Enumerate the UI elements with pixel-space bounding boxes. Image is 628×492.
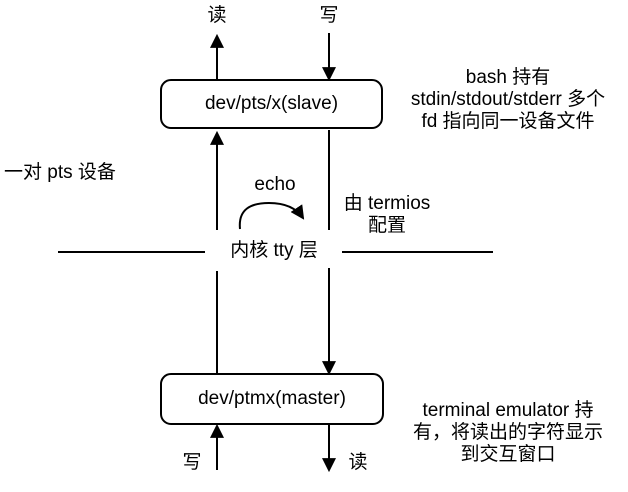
terminal-note-line2: 有，将读出的字符显示 [412, 422, 603, 443]
pts-pair-note: 一对 pts 设备 [4, 162, 116, 183]
bash-note-line2: stdin/stdout/stderr 多个 [410, 89, 606, 110]
terminal-note-line3: 到交互窗口 [460, 444, 556, 465]
termios-note-line2: 配置 [367, 215, 406, 236]
bottom-read-label: 读 [348, 452, 368, 473]
master-box-label: dev/ptmx(master) [198, 388, 346, 409]
echo-label: echo [254, 174, 296, 195]
kernel-tty-layer-label: 内核 tty 层 [230, 240, 318, 261]
slave-device-box [160, 79, 383, 129]
slave-box-label: dev/pts/x(slave) [204, 93, 339, 114]
top-read-label: 读 [207, 5, 227, 26]
termios-note: 由 termios 配置 [333, 193, 441, 237]
terminal-emulator-note: terminal emulator 持 有，将读出的字符显示 到交互窗口 [388, 400, 628, 466]
bash-note: bash 持有 stdin/stdout/stderr 多个 fd 指向同一设备… [388, 67, 628, 133]
master-device-box [160, 373, 384, 425]
bash-note-line1: bash 持有 [465, 67, 551, 88]
echo-loop-arrow [238, 201, 305, 230]
bottom-write-label: 写 [182, 452, 202, 473]
bash-note-line3: fd 指向同一设备文件 [421, 111, 595, 132]
top-write-label: 写 [319, 5, 339, 26]
terminal-note-line1: terminal emulator 持 [422, 400, 594, 421]
termios-note-line1: 由 termios [343, 193, 431, 214]
